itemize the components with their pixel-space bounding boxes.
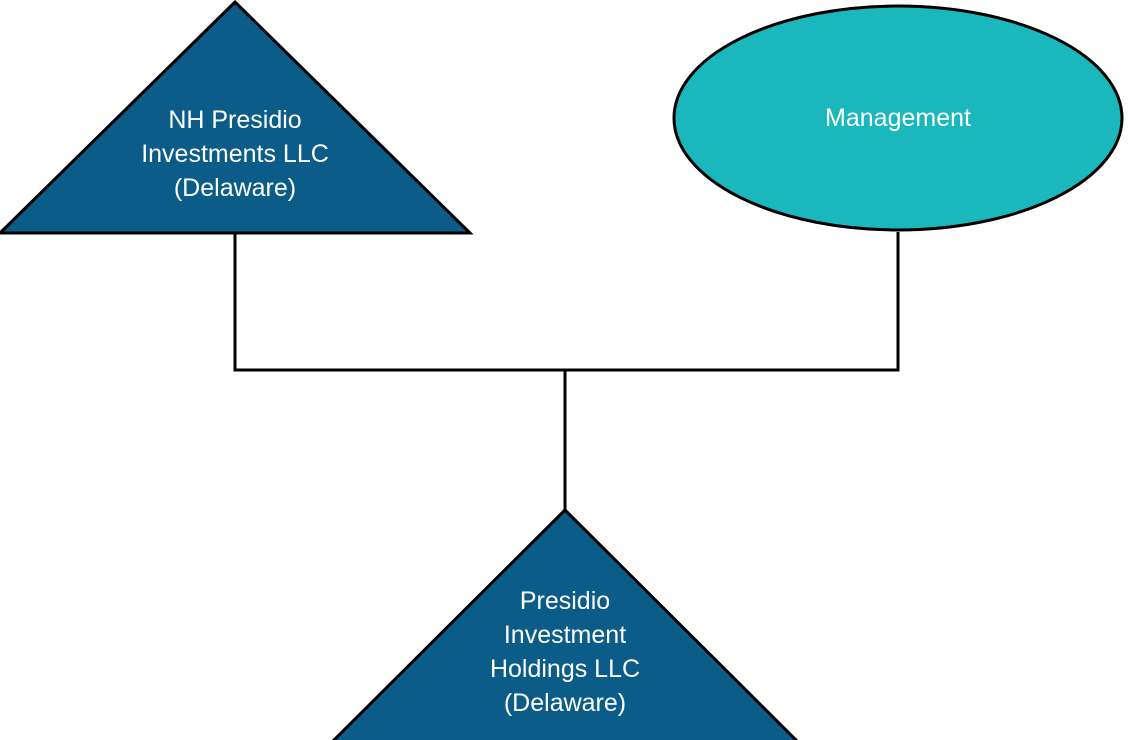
node-shape-nh-presidio-investments[interactable] (0, 0, 474, 235)
node-shape-presidio-investment-holdings[interactable] (331, 507, 799, 740)
node-shape-management[interactable] (672, 4, 1124, 232)
